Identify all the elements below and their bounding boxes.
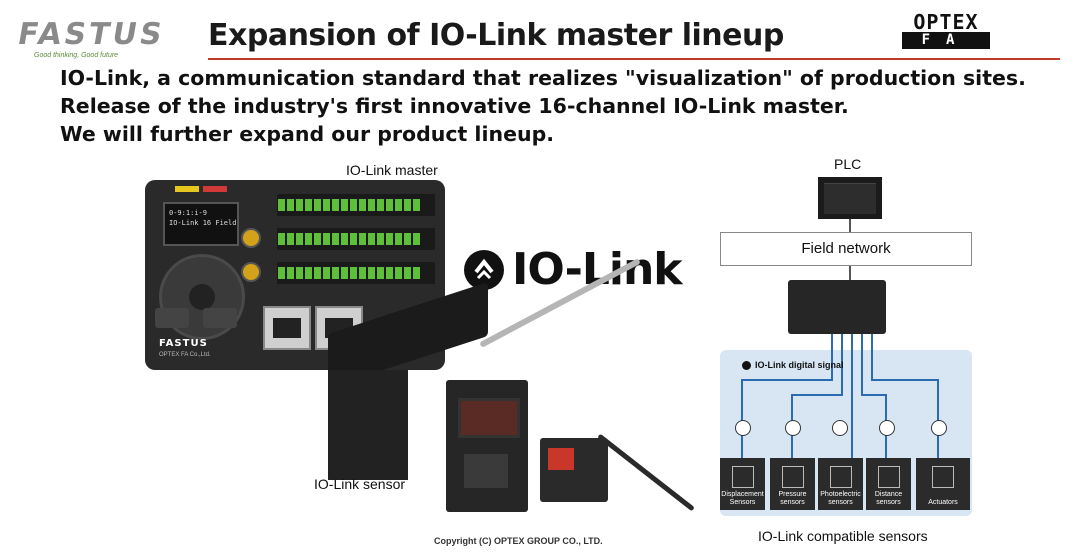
enter-button: [203, 308, 237, 328]
sensor-actuators: Actuators: [916, 458, 970, 510]
sensor-label: IO-Link sensor: [314, 476, 406, 492]
sensor-photoelectric: Photoelectric sensors: [818, 458, 863, 510]
sensor-name: Displacement Sensors: [721, 491, 764, 506]
signal-legend-text: IO-Link digital signal: [755, 360, 844, 370]
check-led: [175, 186, 199, 192]
copyright: Copyright (C) OPTEX GROUP CO., LTD.: [434, 536, 603, 546]
compatible-sensors-caption: IO-Link compatible sensors: [758, 528, 928, 544]
io-link-dot-icon: [742, 361, 751, 371]
plc-label: PLC: [834, 156, 862, 172]
rotary-switch-1: [241, 228, 261, 248]
sensor-name: Photoelectric sensors: [820, 491, 861, 506]
lead-line-3: We will further expand our product lineu…: [60, 122, 555, 146]
io-link-node-icon: [879, 420, 895, 436]
master-label: IO-Link master: [346, 162, 438, 178]
fiber-amplifier-body: [328, 370, 408, 480]
rotary-switch-2: [241, 262, 261, 282]
alarm-led: [203, 186, 227, 192]
sensor-distance: Distance sensors: [866, 458, 911, 510]
field-network-box: Field network: [720, 232, 972, 266]
io-link-node-icon: [735, 420, 751, 436]
fa-logo-text: FA: [902, 32, 990, 49]
io-link-master-small: [788, 280, 886, 334]
optex-fa-logo: OPTEX FA: [902, 12, 990, 49]
sensor-name: Distance sensors: [874, 491, 903, 506]
terminal-row-2: [277, 228, 435, 250]
io-link-node-icon: [832, 420, 848, 436]
ethernet-port-1: [263, 306, 311, 350]
lead-line-2: Release of the industry's first innovati…: [60, 94, 849, 118]
sensor-pressure: Pressure sensors: [770, 458, 815, 510]
device-subbrand: OPTEX FA Co.,Ltd.: [159, 352, 211, 358]
photoelectric-sensor-large: [446, 380, 528, 512]
fastus-tagline: Good thinking, Good future: [34, 52, 119, 59]
io-link-icon: [464, 249, 504, 290]
title-underline: [208, 58, 1060, 60]
lead-line-1: IO-Link, a communication standard that r…: [60, 66, 1026, 90]
signal-legend: IO-Link digital signal: [742, 360, 844, 371]
sensor-name: Pressure sensors: [778, 491, 807, 506]
io-link-node-icon: [785, 420, 801, 436]
fastus-logo: FASTUS Good thinking, Good future: [15, 17, 167, 59]
sensor-name: Actuators: [928, 499, 958, 506]
photoelectric-sensor-small: [540, 438, 608, 502]
page-title: Expansion of IO-Link master lineup: [208, 18, 784, 53]
terminal-row-3: [277, 262, 435, 284]
lcd-line-1: 0-9:1:i-9: [169, 209, 207, 217]
io-link-node-icon: [931, 420, 947, 436]
terminal-row-1: [277, 194, 435, 216]
cancel-button: [155, 308, 189, 328]
lcd-line-2: IO-Link 16 Field: [169, 219, 237, 227]
sensor-displacement: Displacement Sensors: [720, 458, 765, 510]
plc-device: [818, 177, 882, 219]
device-brand: FASTUS: [159, 338, 208, 349]
optex-logo-text: OPTEX: [913, 10, 979, 34]
